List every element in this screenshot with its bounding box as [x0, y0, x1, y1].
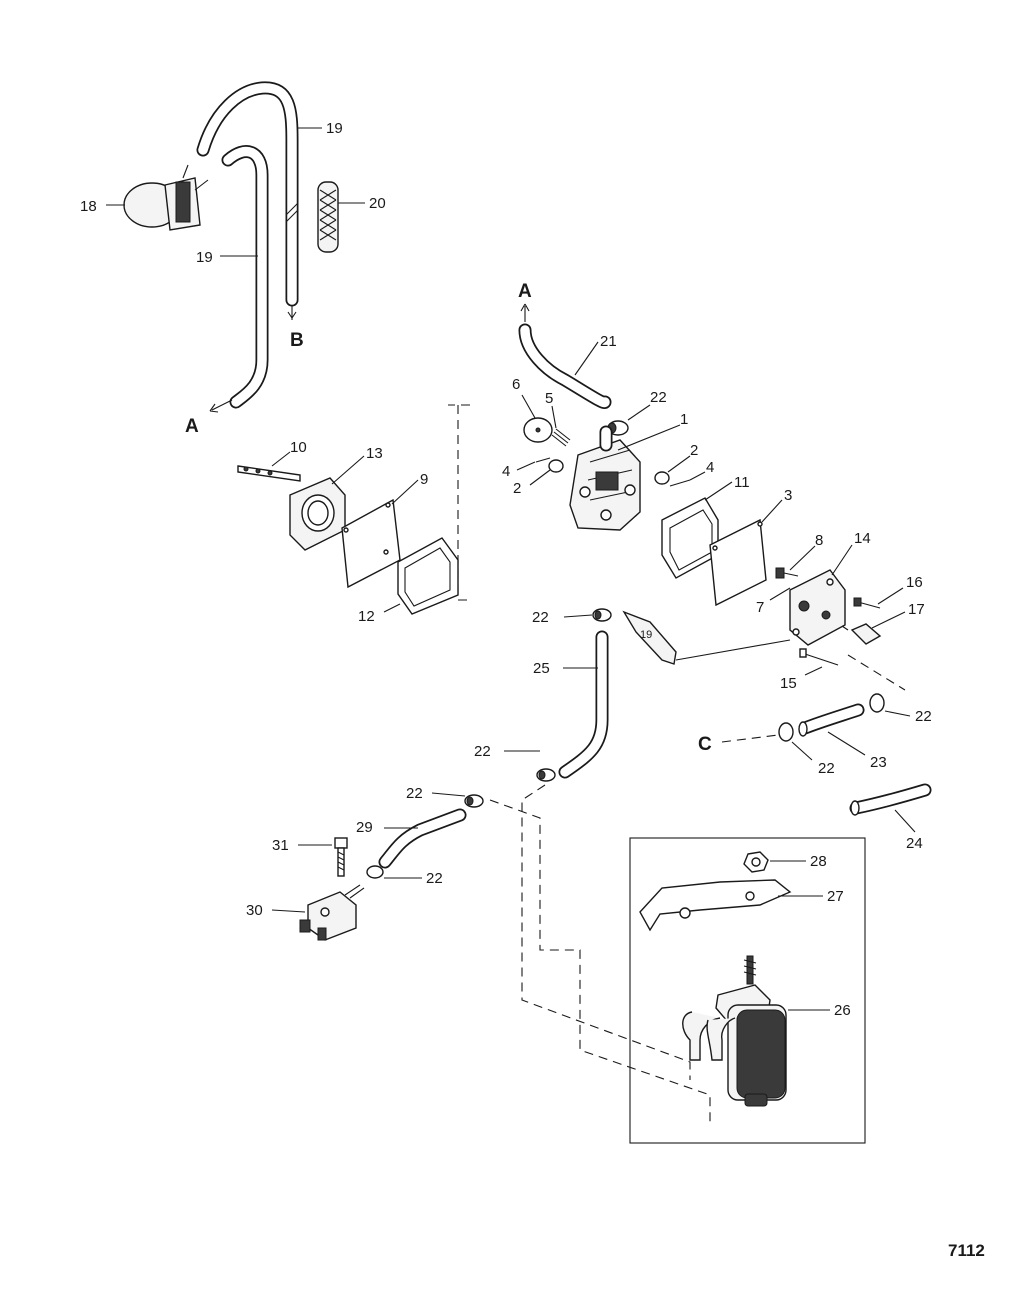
figure-number: 7112 [948, 1241, 985, 1260]
hose-23 [798, 703, 865, 737]
callout-14: 14 [854, 530, 871, 547]
callout-6: 6 [512, 376, 520, 393]
callout-4: 4 [706, 459, 714, 476]
primer-valve-30 [299, 884, 365, 941]
callout-5: 5 [545, 390, 553, 407]
hose-19-left [221, 145, 269, 409]
callout-2: 2 [690, 442, 698, 459]
callout-31: 31 [272, 837, 289, 854]
hose-24 [849, 783, 932, 816]
hose-25 [558, 630, 609, 779]
washer-2-left [548, 459, 564, 473]
connector-label-c: C [698, 734, 712, 755]
callout-22: 22 [650, 389, 667, 406]
fuel-filter-18 [123, 164, 209, 231]
bracket-27 [639, 879, 792, 932]
clamp-22 [778, 722, 794, 742]
callout-15: 15 [780, 675, 797, 692]
filter-assembly-box [629, 837, 866, 1144]
gasket-12 [397, 537, 459, 615]
callout-17: 17 [908, 601, 925, 618]
callout-22: 22 [818, 760, 835, 777]
screw-16 [853, 597, 881, 609]
connector-label-b: B [290, 330, 304, 351]
tube-marking: 19 [640, 629, 652, 641]
pin-4-left [535, 457, 551, 463]
callout-22: 22 [406, 785, 423, 802]
clamp-22 [869, 693, 885, 713]
callout-8: 8 [815, 532, 823, 549]
assembly-bracket-dashed [448, 404, 470, 601]
diaphragm-6 [523, 417, 553, 443]
callout-12: 12 [358, 608, 375, 625]
clamp-22 [464, 794, 484, 808]
callout-13: 13 [366, 445, 383, 462]
connector-label-a: A [518, 281, 532, 302]
callout-16: 16 [906, 574, 923, 591]
callout-10: 10 [290, 439, 307, 456]
callout-22: 22 [474, 743, 491, 760]
callout-2: 2 [513, 480, 521, 497]
callout-7: 7 [756, 599, 764, 616]
gasket-11 [661, 497, 719, 579]
callout-20: 20 [369, 195, 386, 212]
callout-23: 23 [870, 754, 887, 771]
callout-29: 29 [356, 819, 373, 836]
pin-10 [237, 465, 301, 482]
nut-28 [743, 851, 769, 873]
diaphragm-3 [709, 518, 767, 607]
callout-3: 3 [784, 487, 792, 504]
fitting-17 [841, 623, 882, 645]
callout-18: 18 [80, 198, 97, 215]
hose-29 [378, 808, 467, 869]
pin-4-right [669, 479, 691, 487]
screw-8 [775, 567, 799, 579]
callout-27: 27 [827, 888, 844, 905]
callout-22: 22 [915, 708, 932, 725]
spring-5 [551, 428, 571, 447]
pump-body-1 [569, 425, 641, 531]
gasket-9 [341, 498, 401, 589]
callout-28: 28 [810, 853, 827, 870]
clamp-22 [536, 768, 556, 782]
callout-1: 1 [680, 411, 688, 428]
callout-9: 9 [420, 471, 428, 488]
callout-22: 22 [532, 609, 549, 626]
connector-label-a: A [185, 416, 199, 437]
screw-15 [799, 648, 839, 666]
callout-26: 26 [834, 1002, 851, 1019]
callout-19: 19 [196, 249, 213, 266]
adapter-13 [289, 477, 346, 551]
hose-21 [518, 323, 612, 410]
callout-19: 19 [326, 120, 343, 137]
lubricant-tube: 19 [622, 610, 677, 665]
fuel-filter-26 [682, 955, 787, 1107]
callout-24: 24 [906, 835, 923, 852]
clamp-22 [366, 865, 384, 879]
callout-25: 25 [533, 660, 550, 677]
callout-30: 30 [246, 902, 263, 919]
hose-19-right [196, 81, 299, 307]
washer-2-right [654, 471, 670, 485]
pump-cover-14 [789, 569, 846, 646]
clamp-22 [592, 608, 612, 622]
callout-22: 22 [426, 870, 443, 887]
screen-20 [317, 181, 339, 253]
callout-4: 4 [502, 463, 510, 480]
bolt-31 [334, 837, 348, 877]
callout-11: 11 [734, 474, 750, 491]
callout-21: 21 [600, 333, 617, 350]
